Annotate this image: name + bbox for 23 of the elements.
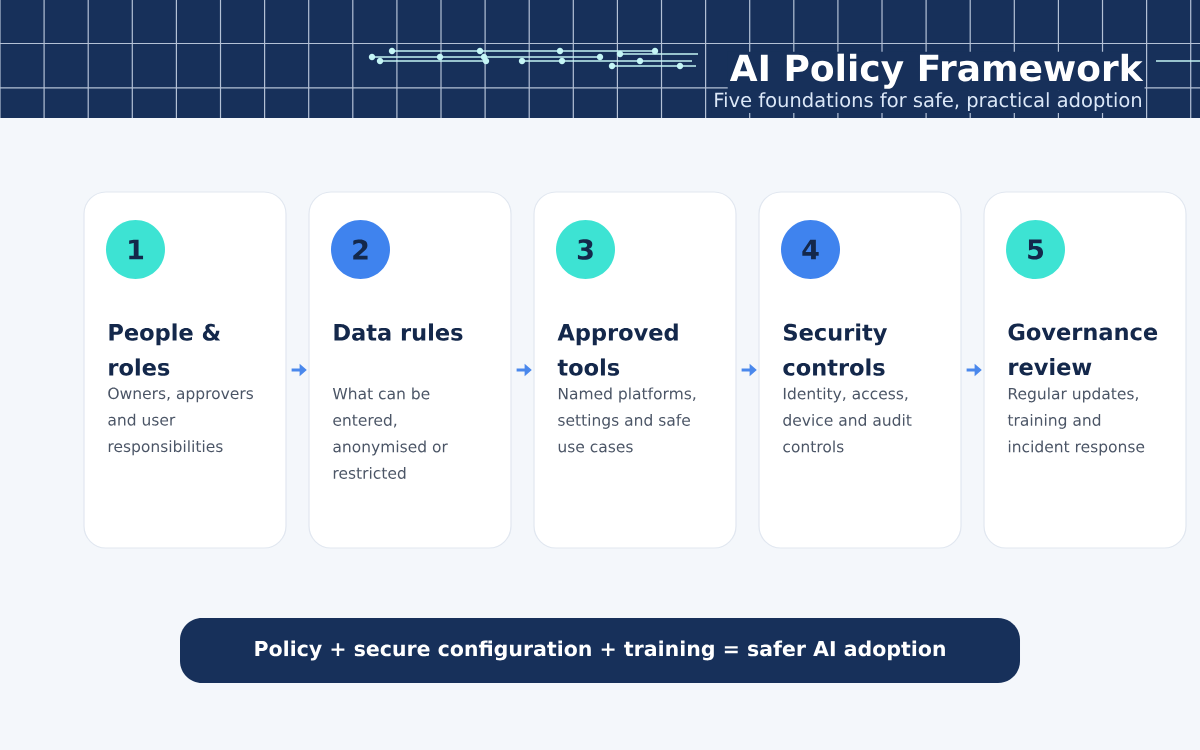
step-card xyxy=(83,191,287,549)
number-badge: 1 xyxy=(106,220,165,279)
card-heading: Security controls xyxy=(783,323,888,376)
number-badge: 4 xyxy=(781,220,840,279)
card-description: Owners, approvers and user responsibilities xyxy=(108,387,254,456)
card-heading: Governance review xyxy=(1008,323,1158,376)
step-card xyxy=(758,191,962,549)
number-badge: 5 xyxy=(1006,220,1065,279)
summary-banner: Policy + secure configuration + training = safer AI adoption xyxy=(180,618,1020,683)
card-heading: Approved tools xyxy=(557,323,678,376)
title: AI Policy Framework xyxy=(727,51,1145,91)
step-card xyxy=(533,191,737,549)
step-card xyxy=(983,191,1187,549)
number-badge: 3 xyxy=(556,220,615,279)
card-description: Regular updates, training and incident response xyxy=(1007,387,1145,456)
card-heading: People & roles xyxy=(109,323,221,376)
card-description: Identity, access, device and audit controls xyxy=(783,387,912,453)
number-badge: 2 xyxy=(331,220,390,279)
step-card xyxy=(308,191,512,549)
card-heading: Data rules xyxy=(334,323,463,341)
subtitle: Five foundations for safe, practical adoption xyxy=(711,90,1145,114)
card-description: What can be entered, anonymised or restricted xyxy=(332,387,448,479)
card-description: Named platforms, settings and safe use cases xyxy=(558,387,696,453)
